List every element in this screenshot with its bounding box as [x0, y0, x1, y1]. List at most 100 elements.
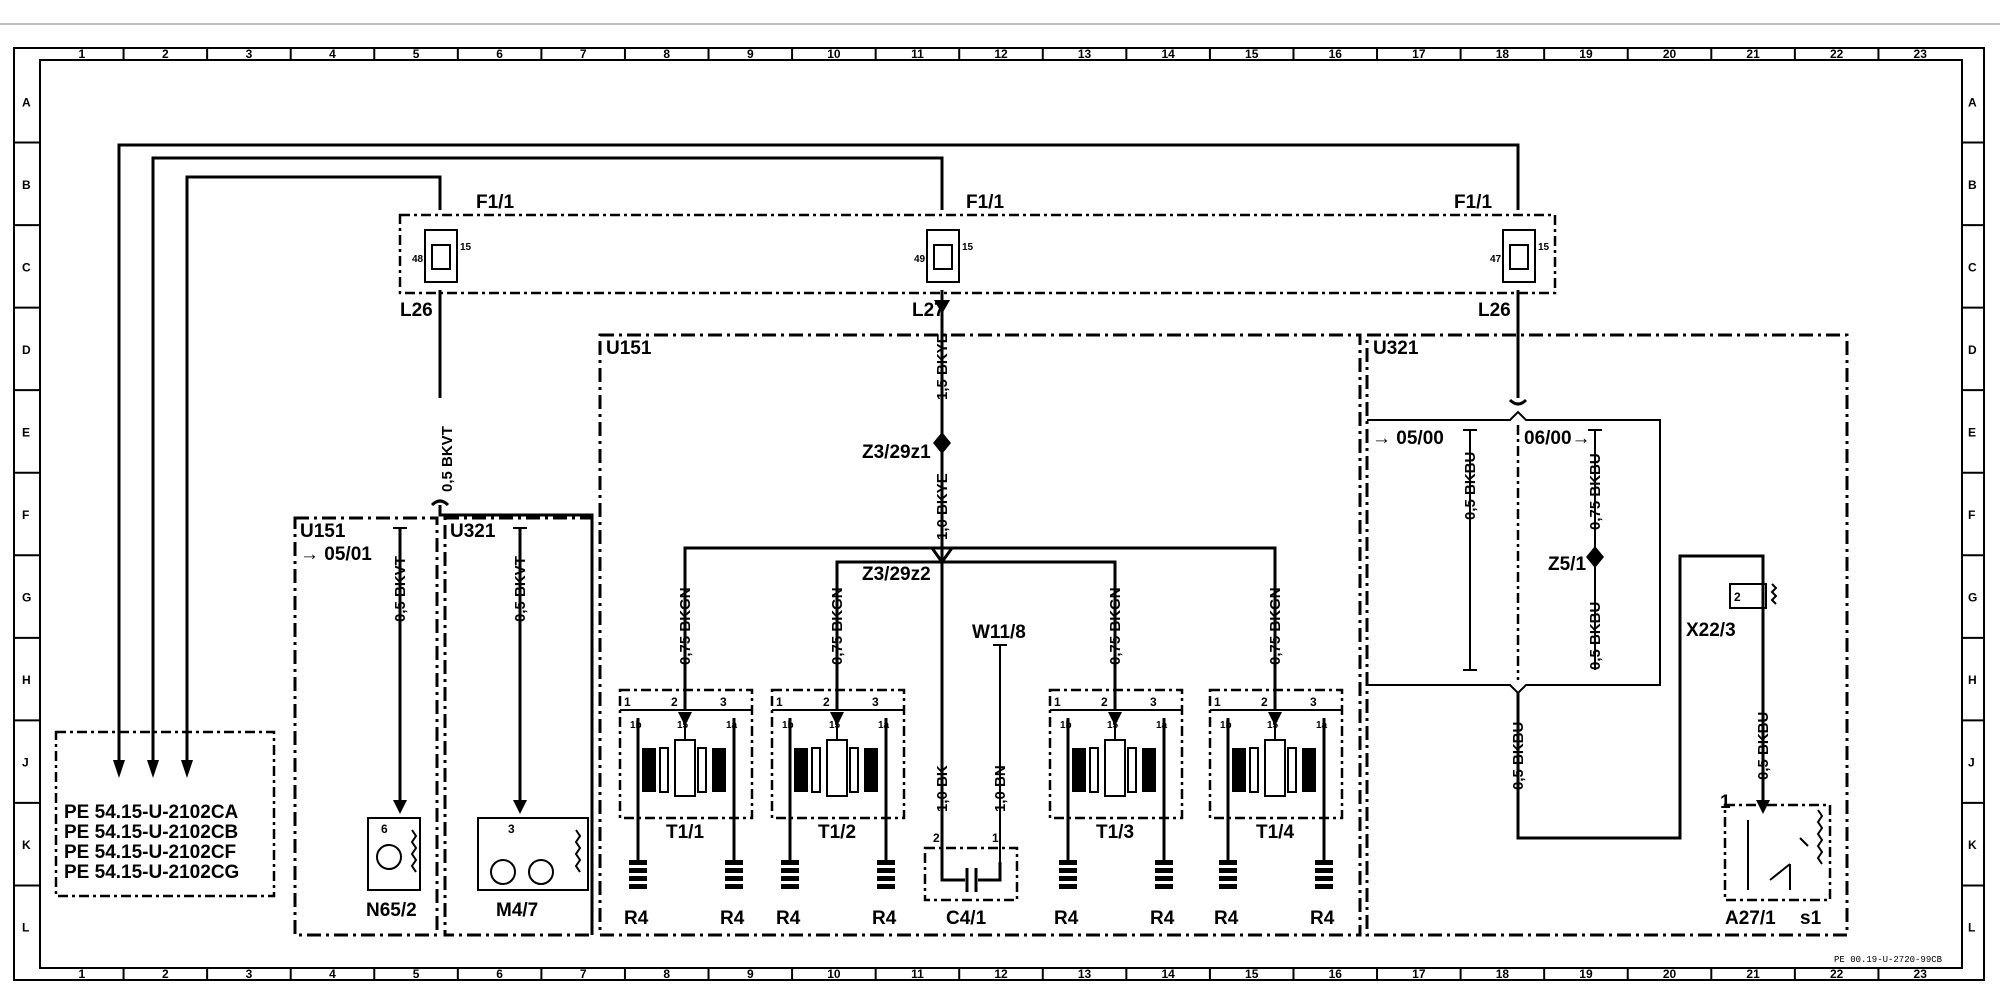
- fuse-f1-pin-right: 15: [460, 242, 472, 253]
- ref-link-2[interactable]: PE 54.15-U-2102CB: [64, 822, 238, 843]
- coil-pin-inner: 1a: [726, 720, 738, 731]
- row-label: C: [22, 260, 31, 274]
- spark-plug-label: R4: [1054, 908, 1079, 929]
- ref-link-4[interactable]: PE 54.15-U-2102CG: [64, 862, 239, 883]
- column-label: 10: [827, 47, 841, 61]
- fuse-f2-pin-left: 49: [914, 254, 926, 265]
- row-label: J: [22, 756, 29, 770]
- fuse-f3-pin-left: 47: [1490, 254, 1502, 265]
- wire-bkye-10: 1,0 BKYE: [934, 473, 951, 540]
- column-label: 4: [329, 47, 336, 61]
- column-label: 23: [1914, 967, 1928, 981]
- column-label: 21: [1746, 47, 1760, 61]
- coil-pin: 2: [1101, 695, 1108, 709]
- row-label: D: [22, 343, 31, 357]
- fuse-box-frame: [398, 213, 1557, 295]
- row-label: K: [22, 838, 31, 852]
- spark-plug-label: R4: [720, 908, 745, 929]
- column-label: 1: [78, 47, 85, 61]
- row-label: B: [22, 178, 31, 192]
- coil-pin-inner: 1b: [1060, 720, 1072, 731]
- column-label: 20: [1663, 967, 1677, 981]
- column-label: 19: [1579, 47, 1593, 61]
- column-label: 12: [994, 47, 1008, 61]
- coil-pin: 1: [624, 695, 631, 709]
- ground-l27: L27: [912, 300, 945, 321]
- row-label: D: [1968, 343, 1977, 357]
- m4-7-label: M4/7: [496, 900, 538, 921]
- ground-l26-right: L26: [1478, 300, 1511, 321]
- coil-pin-inner: 1b: [782, 720, 794, 731]
- column-label: 9: [747, 47, 754, 61]
- column-label: 8: [663, 47, 670, 61]
- row-label: K: [1968, 838, 1977, 852]
- wire-bkgn-4: 0,75 BKGN: [1267, 587, 1284, 665]
- wire-bk: 1,0 BK: [934, 765, 951, 812]
- coil-pin-inner: 1a: [1156, 720, 1168, 731]
- wire-bkgn-2: 0,75 BKGN: [829, 587, 846, 665]
- n65-2-component: [367, 527, 421, 891]
- coil-label: T1/1: [666, 822, 704, 843]
- z5-1-label: Z5/1: [1548, 554, 1586, 575]
- column-label: 5: [413, 47, 420, 61]
- column-label: 8: [663, 967, 670, 981]
- column-label: 16: [1329, 967, 1343, 981]
- u151-feed: [683, 300, 1277, 862]
- z3-29z1-label: Z3/29z1: [862, 442, 931, 463]
- column-label: 22: [1830, 967, 1844, 981]
- wire-bkgn-1: 0,75 BKGN: [677, 587, 694, 665]
- region-u321: [1365, 333, 1849, 937]
- column-label: 13: [1078, 47, 1092, 61]
- ref-link-1[interactable]: PE 54.15-U-2102CA: [64, 802, 239, 823]
- coil-pin-inner: 15: [677, 720, 689, 731]
- main-wires: [117, 143, 1528, 760]
- column-label: 23: [1914, 47, 1928, 61]
- spark-plug-label: R4: [872, 908, 897, 929]
- coil-pin: 1: [1214, 695, 1221, 709]
- coil-pin: 2: [1261, 695, 1268, 709]
- subregion-u151-ref[interactable]: → 05/01: [300, 544, 372, 565]
- ref-link-3[interactable]: PE 54.15-U-2102CF: [64, 842, 236, 863]
- coil-pin: 1: [776, 695, 783, 709]
- coil-pin: 2: [823, 695, 830, 709]
- wire-bkbu-05b: 0,5 BKBU: [1587, 602, 1604, 670]
- c4-pin-2: 2: [933, 831, 940, 845]
- column-label: 21: [1746, 967, 1760, 981]
- u321-ref-a[interactable]: → 05/00: [1372, 428, 1444, 449]
- fuse-f3-label: F1/1: [1454, 192, 1492, 213]
- fuse-f2-pin-right: 15: [962, 242, 974, 253]
- fuse-f1-label: F1/1: [476, 192, 514, 213]
- region-u151: [598, 333, 1362, 937]
- u321-ref-b[interactable]: 06/00→: [1524, 428, 1591, 449]
- a27-1-label: A27/1: [1725, 908, 1776, 929]
- coil-pin-inner: 1b: [630, 720, 642, 731]
- column-label: 14: [1161, 967, 1175, 981]
- wire-bkye-15: 1,5 BKYE: [934, 333, 951, 400]
- column-label: 9: [747, 967, 754, 981]
- reference-box: PE 54.15-U-2102CA PE 54.15-U-2102CB PE 5…: [54, 730, 276, 898]
- column-label: 2: [162, 967, 169, 981]
- column-label: 3: [246, 47, 253, 61]
- column-label: 14: [1161, 47, 1175, 61]
- column-label: 12: [994, 967, 1008, 981]
- c4-pin-1: 1: [992, 831, 999, 845]
- w11-8-label: W11/8: [972, 622, 1026, 643]
- wire-bkbu-05c: 0,5 BKBU: [1510, 722, 1527, 790]
- row-label: C: [1968, 260, 1977, 274]
- spark-plug-label: R4: [624, 908, 649, 929]
- coil-pin: 1: [1054, 695, 1061, 709]
- column-label: 11: [911, 967, 924, 981]
- subregion-u321-label: U321: [450, 521, 496, 542]
- row-label: H: [22, 673, 31, 687]
- drawing-code: PE 00.19-U-2720-99CB: [1834, 955, 1943, 965]
- column-label: 13: [1078, 967, 1092, 981]
- m4-7-component: [477, 527, 589, 891]
- coil-label: T1/4: [1256, 822, 1294, 843]
- bus-arrows: [113, 760, 193, 778]
- column-label: 22: [1830, 47, 1844, 61]
- row-label: H: [1968, 673, 1977, 687]
